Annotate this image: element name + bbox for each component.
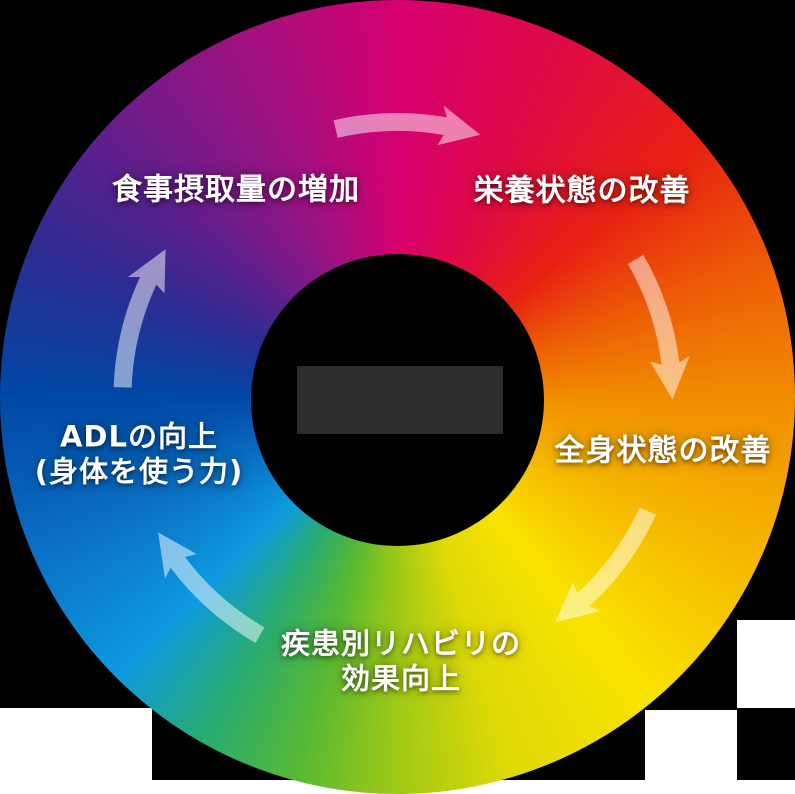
background-patch xyxy=(645,710,737,780)
node-label-line: 疾患別リハビリの xyxy=(280,626,522,661)
cycle-arrow-right-icon xyxy=(619,250,701,403)
node-label-nutrition: 栄養状態の改善 xyxy=(474,174,691,211)
node-label-rehab: 疾患別リハビリの 効果向上 xyxy=(281,627,521,698)
node-label-line: ADLの向上 xyxy=(59,419,218,454)
node-label-line: 効果向上 xyxy=(340,662,462,696)
node-label-line: 全身状態の改善 xyxy=(554,433,772,469)
node-label-line: 食事摂取量の増加 xyxy=(112,172,360,208)
node-label-general-condition: 全身状態の改善 xyxy=(555,434,772,471)
cycle-arrow-left-icon xyxy=(99,241,176,394)
background-patch xyxy=(0,708,152,794)
background-patch xyxy=(737,620,795,708)
node-label-adl: ADLの向上 (身体を使う力) xyxy=(35,420,244,491)
cycle-arrow-top-icon xyxy=(333,105,481,146)
node-label-intake: 食事摂取量の増加 xyxy=(112,173,360,210)
node-label-line: 栄養状態の改善 xyxy=(473,173,691,209)
cycle-arrow-bottom-right-icon xyxy=(547,499,668,641)
cycle-arrow-bottom-left-icon xyxy=(138,524,273,654)
node-label-line: (身体を使う力) xyxy=(34,455,244,489)
center-redacted-block xyxy=(297,366,503,434)
